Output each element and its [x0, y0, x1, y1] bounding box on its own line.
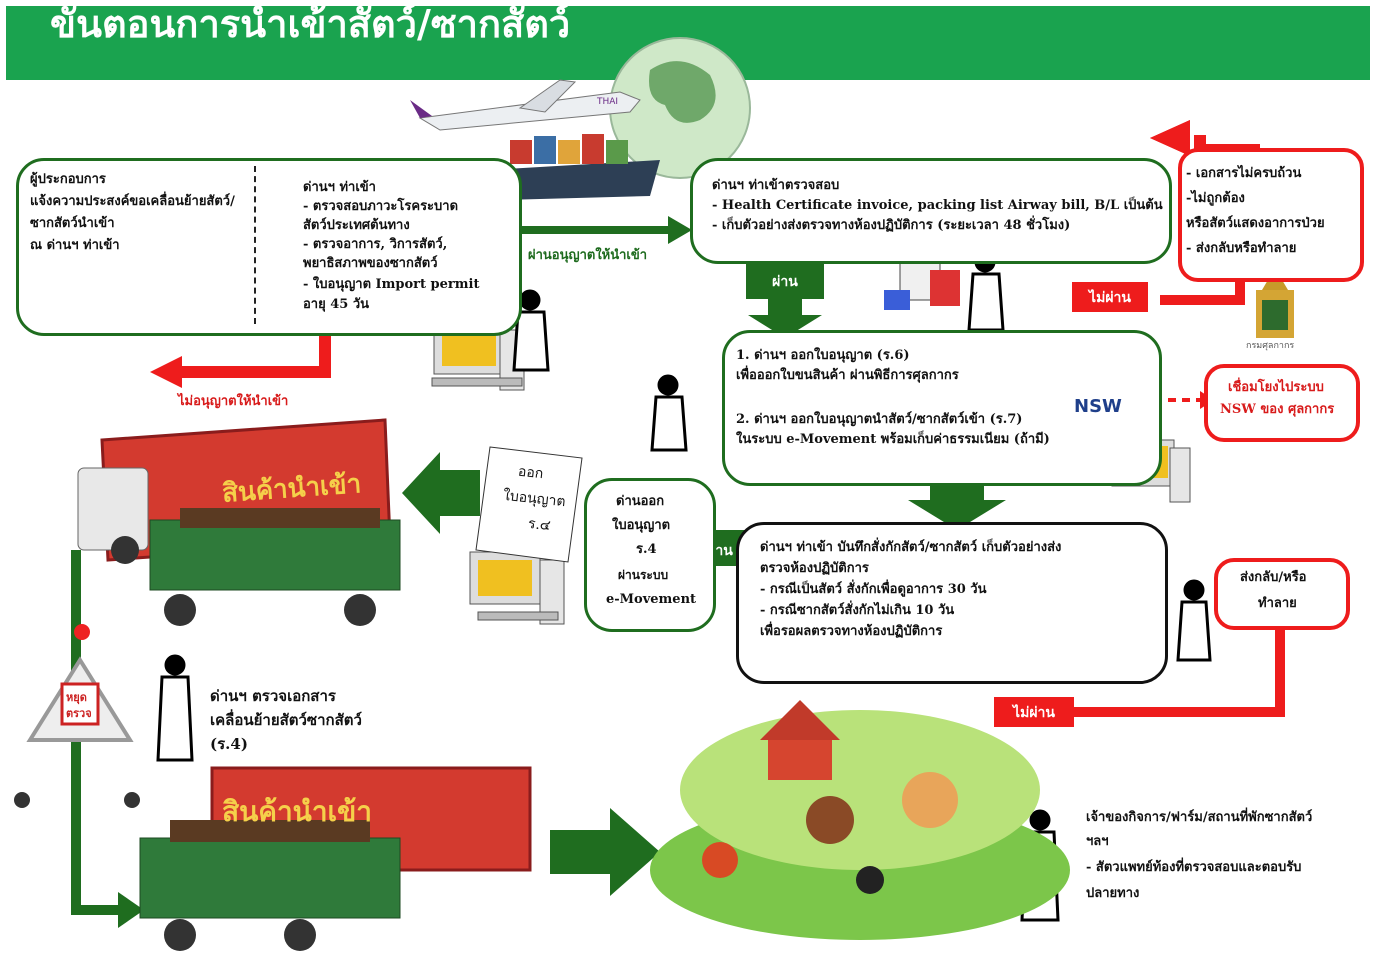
arrow-box3-box4 [908, 478, 1006, 530]
truck-label-bottom: สินค้านำเข้า [222, 795, 372, 828]
pass-label-1: ผ่าน [772, 274, 798, 290]
reject-line-4: - ส่งกลับหรือทำลาย [1186, 241, 1297, 256]
paper-note-icon [475, 446, 583, 563]
airplane-label: THAI [596, 97, 618, 107]
checkpoint-line-3: สัตว์ประเทศต้นทาง [303, 218, 410, 233]
inspection-line-1: ด่านฯ ท่าเข้าตรวจสอบ [712, 178, 840, 193]
box-nsw-link [1204, 364, 1360, 442]
pass-label-bg [746, 263, 824, 299]
truck-icon-bottom [139, 766, 532, 951]
arrow-fail-return [1060, 620, 1285, 717]
nsw-logo-text: NSW [1074, 396, 1122, 417]
note-line-3: ร.๔ [527, 515, 552, 535]
vet-figure-icon-5 [156, 654, 194, 762]
arrow-box5-truck [402, 452, 480, 534]
permit-a-line-2: เพื่อออกใบขนสินค้า ผ่านพิธีการศุลกากร [736, 368, 959, 383]
arrow-fail-top [1160, 280, 1245, 305]
box-inspection [690, 158, 1172, 264]
box-permit [722, 330, 1162, 486]
note-line-1: ออก [517, 463, 545, 483]
check-docs-line-2: เคลื่อนย้ายสัตว์ซากสัตว์ [210, 711, 362, 729]
arrow-pass-down [748, 299, 822, 338]
inspection-line-2: - Health Certificate invoice, packing li… [712, 198, 1163, 213]
permit-b-line-1: 2. ด่านฯ ออกใบอนุญาตนำสัตว์/ซากสัตว์เข้า… [736, 412, 1023, 427]
checkpoint-line-2: - ตรวจสอบภาวะโรคระบาด [303, 199, 459, 214]
computer-icon-3 [469, 551, 565, 625]
reject-permit-label: ไม่อนุญาตให้นำเข้า [178, 394, 289, 409]
issue-r4-line-2: ใบอนุญาต [612, 518, 671, 533]
vet-figure-icon-2 [967, 251, 1005, 332]
applicant-line-2: แจ้งความประสงค์ขอเคลื่อนย้ายสัตว์/ [30, 194, 235, 209]
box-quarantine [736, 522, 1168, 684]
stop-sign-line-2: ตรวจ [66, 707, 92, 720]
permit-a-line-1: 1. ด่านฯ ออกใบอนุญาต (ร.6) [736, 348, 910, 363]
fail-label-bg-2 [994, 697, 1074, 727]
divider [254, 166, 256, 324]
issue-r4-line-5: e-Movement [606, 592, 697, 607]
reject-line-3: หรือสัตว์แสดงอาการป่วย [1186, 216, 1325, 231]
container-ship-icon [488, 134, 660, 200]
box-issue-r4 [584, 478, 716, 632]
reject-line-2: -ไม่ถูกต้อง [1186, 191, 1245, 206]
return-line-1: ส่งกลับ/หรือ [1240, 570, 1307, 585]
arrow-reject-permit [180, 334, 331, 378]
quarantine-line-4: - กรณีซากสัตว์สั่งกักไม่เกิน 10 วัน [760, 603, 955, 618]
return-line-2: ทำลาย [1258, 596, 1297, 611]
checkpoint-line-1: ด่านฯ ท่าเข้า [303, 180, 376, 195]
applicant-line-3: ซากสัตว์นำเข้า [30, 216, 115, 231]
quarantine-line-3: - กรณีเป็นสัตว์ สั่งกักเพื่อดูอาการ 30 ว… [760, 582, 987, 597]
quarantine-line-1: ด่านฯ ท่าเข้า บันทึกสั่งกักสัตว์/ซากสัตว… [760, 540, 1062, 555]
customs-logo-text: กรมศุลกากร [1246, 341, 1295, 351]
applicant-line-4: ณ ด่านฯ ท่าเข้า [30, 238, 120, 253]
quarantine-line-5: เพื่อรอผลตรวจทางห้องปฏิบัติการ [760, 624, 943, 639]
airplane-icon: THAI [410, 79, 641, 131]
stop-sign-line-1: หยุด [66, 691, 87, 704]
allow-import-label: ผ่านอนุญาตให้นำเข้า [528, 248, 648, 263]
reject-line-1: - เอกสารไม่ครบถ้วน [1186, 166, 1302, 181]
check-docs-line-1: ด่านฯ ตรวจเอกสาร [210, 687, 336, 705]
box-applicant [16, 158, 522, 336]
nsw-link-line-2: NSW ของ ศุลกากร [1220, 402, 1335, 417]
vet-figure-icon-4 [1176, 579, 1212, 662]
checkpoint-line-5: พยาธิสภาพของซากสัตว์ [303, 256, 438, 271]
destination-line-3: - สัตวแพทย์ท้องที่ตรวจสอบและตอบรับ [1086, 860, 1302, 875]
issue-r4-line-3: ร.4 [636, 542, 657, 557]
arrow-truck-farm [550, 808, 660, 896]
checkpoint-line-4: - ตรวจอาการ, วิการสัตว์, [303, 237, 448, 252]
vet-figure-icon-3 [650, 374, 688, 452]
fail-label-2: ไม่ผ่าน [1013, 705, 1055, 721]
checkpoint-line-6: - ใบอนุญาต Import permit [303, 277, 480, 292]
box-reject-docs [1178, 148, 1364, 282]
checkpoint-icon [14, 624, 140, 808]
destination-line-4: ปลายทาง [1086, 886, 1140, 901]
box-return-destroy [1214, 558, 1350, 630]
destination-line-1: เจ้าของกิจการ/ฟาร์ม/สถานที่พักซากสัตว์ [1086, 810, 1313, 825]
fail-label-bg-1 [1072, 282, 1148, 312]
applicant-line-1: ผู้ประกอบการ [30, 172, 106, 187]
permit-b-line-2: ในระบบ e-Movement พร้อมเก็บค่าธรรมเนียม … [736, 432, 1050, 447]
truck-icon-top [77, 418, 401, 626]
destination-line-2: ฯลฯ [1086, 834, 1109, 849]
form-r11-label: ร.1/1 [220, 218, 255, 233]
farm-illustration-icon [650, 700, 1070, 940]
inspection-line-3: - เก็บตัวอย่างส่งตรวจทางห้องปฏิบัติการ (… [712, 218, 1071, 233]
nsw-link-line-1: เชื่อมโยงไประบบ [1228, 380, 1324, 395]
issue-r4-line-4: ผ่านระบบ [618, 568, 669, 582]
checkpoint-line-7: อายุ 45 วัน [303, 297, 370, 312]
quarantine-line-2: ตรวจห้องปฏิบัติการ [760, 561, 869, 576]
issue-r4-line-1: ด่านออก [616, 494, 665, 509]
check-docs-line-3: (ร.4) [210, 735, 248, 753]
fail-label-1: ไม่ผ่าน [1089, 290, 1131, 306]
globe-continent [649, 61, 716, 123]
connector-box1-box2 [514, 205, 670, 234]
